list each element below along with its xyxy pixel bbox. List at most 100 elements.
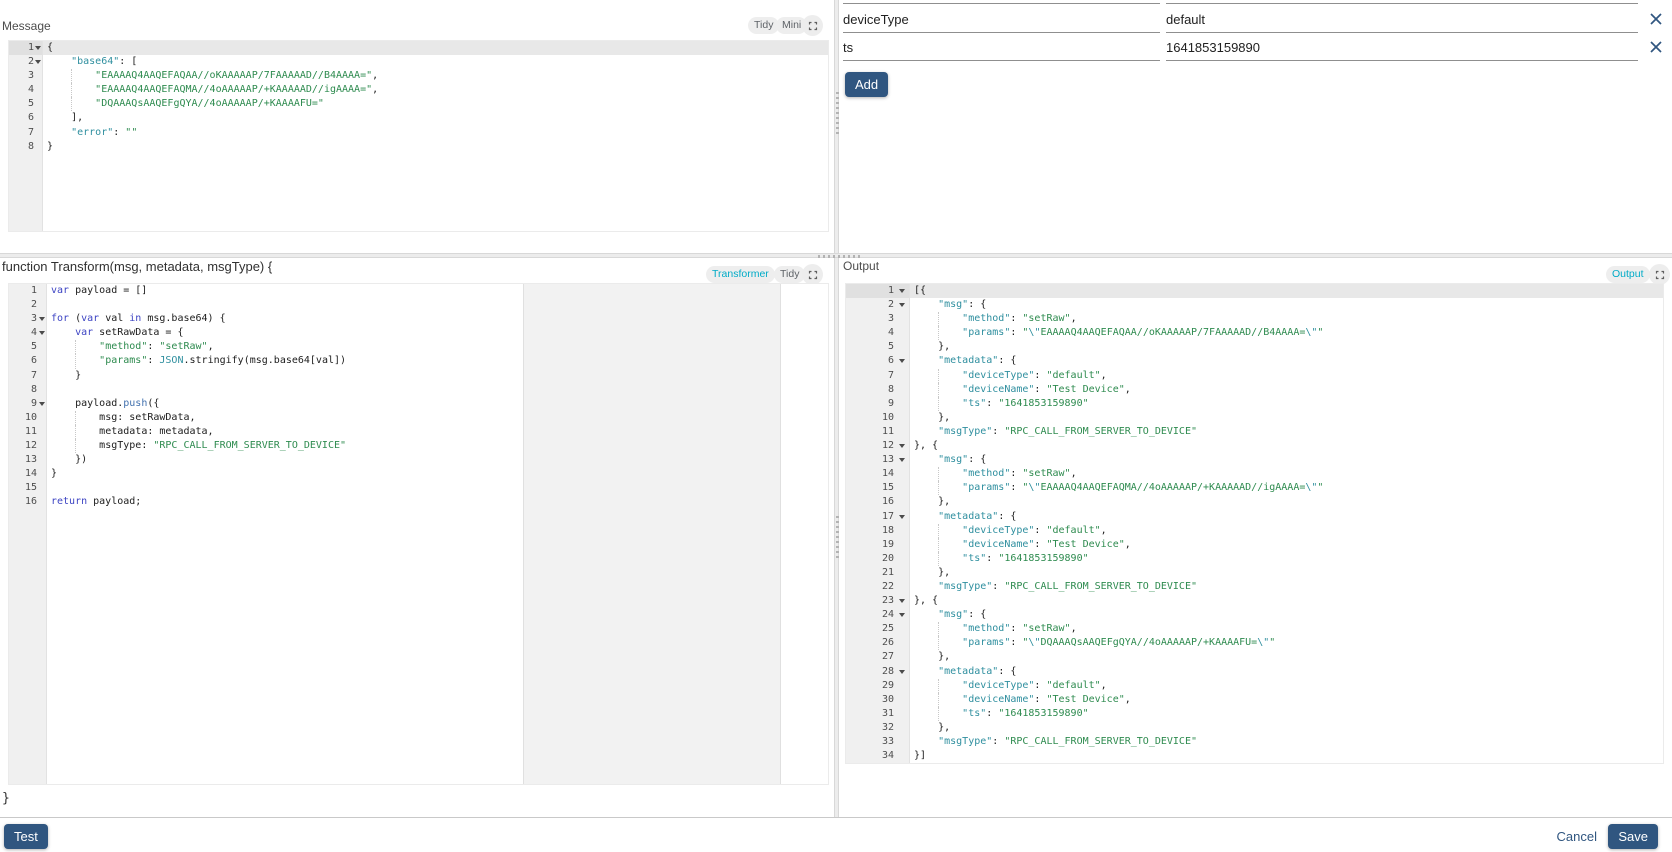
fold-arrow-icon[interactable] bbox=[39, 331, 45, 336]
line-number: 7 bbox=[887, 369, 894, 381]
metadata-value-input[interactable] bbox=[1166, 34, 1638, 61]
indent-guide bbox=[938, 368, 940, 383]
line-number: 18 bbox=[881, 524, 894, 536]
close-icon bbox=[1650, 13, 1662, 25]
message-panel-title: Message bbox=[2, 19, 51, 33]
indent-guide bbox=[75, 439, 77, 454]
line-number: 2 bbox=[9, 55, 42, 69]
code-line: var setRawData = { bbox=[75, 327, 184, 339]
indent-guide bbox=[938, 551, 940, 566]
fold-arrow-icon[interactable] bbox=[899, 444, 905, 449]
transform-editor-code[interactable]: var payload = []for (var val in msg.base… bbox=[47, 284, 828, 784]
output-badge[interactable]: Output bbox=[1606, 266, 1650, 283]
code-line: "EAAAAQ4AAQEFAQMA//4oAAAAAP/+KAAAAAD//ig… bbox=[43, 83, 828, 98]
line-number: 33 bbox=[881, 736, 894, 747]
fold-arrow-icon[interactable] bbox=[899, 599, 905, 604]
transform-fullscreen-button[interactable] bbox=[802, 264, 823, 285]
line-number: 32 bbox=[881, 721, 894, 733]
metadata-value-input[interactable] bbox=[1166, 6, 1638, 33]
line-number: 16 bbox=[881, 496, 894, 508]
indent-guide bbox=[938, 622, 940, 637]
indent-guide bbox=[938, 481, 940, 496]
code-line: }, bbox=[938, 341, 951, 353]
transform-tidy-button[interactable]: Tidy bbox=[774, 266, 806, 283]
code-line bbox=[47, 481, 828, 495]
code-line: payload.push({ bbox=[75, 397, 160, 409]
line-number: 6 bbox=[30, 355, 37, 367]
line-number: 28 bbox=[846, 665, 909, 679]
fold-arrow-icon[interactable] bbox=[35, 60, 41, 65]
fold-arrow-icon[interactable] bbox=[899, 669, 905, 674]
test-button[interactable]: Test bbox=[4, 824, 48, 849]
fold-arrow-icon[interactable] bbox=[39, 401, 45, 406]
close-icon bbox=[1650, 41, 1662, 53]
save-button[interactable]: Save bbox=[1608, 824, 1658, 849]
message-mini-button[interactable]: Mini bbox=[776, 17, 808, 34]
metadata-delete-button[interactable] bbox=[1644, 35, 1668, 59]
code-line: }, bbox=[938, 411, 951, 423]
metadata-row bbox=[0, 34, 1672, 62]
message-tidy-button[interactable]: Tidy bbox=[748, 17, 780, 34]
code-line: "method": "setRaw", bbox=[910, 622, 1663, 637]
fold-arrow-icon[interactable] bbox=[899, 303, 905, 308]
metadata-key-input[interactable] bbox=[843, 6, 1160, 33]
indent-guide bbox=[71, 69, 73, 84]
metadata-key-input[interactable] bbox=[843, 34, 1160, 61]
line-number: 17 bbox=[846, 510, 909, 524]
transformer-badge[interactable]: Transformer bbox=[706, 266, 775, 283]
indent-guide bbox=[938, 326, 940, 341]
code-line: return payload; bbox=[51, 496, 142, 508]
fold-arrow-icon[interactable] bbox=[39, 317, 45, 322]
code-line: "metadata": { bbox=[938, 355, 1017, 367]
cancel-button[interactable]: Cancel bbox=[1551, 824, 1603, 849]
message-fullscreen-button[interactable] bbox=[802, 15, 823, 36]
code-line: "deviceName": "Test Device", bbox=[910, 537, 1663, 552]
fold-arrow-icon[interactable] bbox=[899, 458, 905, 463]
fold-arrow-icon[interactable] bbox=[35, 46, 41, 50]
code-line: for (var val in msg.base64) { bbox=[51, 313, 226, 325]
line-number: 15 bbox=[24, 482, 37, 494]
indent-guide bbox=[938, 382, 940, 397]
line-number: 1 bbox=[9, 41, 42, 56]
code-line: }] bbox=[914, 750, 927, 762]
fold-arrow-icon[interactable] bbox=[899, 514, 905, 519]
line-number: 31 bbox=[881, 707, 894, 719]
message-editor-code[interactable]: { "base64": [ "EAAAAQ4AAQEFAQAA//oKAAAAA… bbox=[43, 41, 828, 231]
line-number: 14 bbox=[24, 468, 37, 480]
fold-arrow-icon[interactable] bbox=[899, 359, 905, 364]
line-number: 13 bbox=[24, 454, 37, 466]
code-line: [{ bbox=[910, 284, 1663, 299]
line-number: 9 bbox=[887, 397, 894, 409]
add-metadata-button[interactable]: Add bbox=[845, 72, 889, 97]
code-line: } bbox=[51, 468, 58, 480]
code-line: "params": "\"EAAAAQ4AAQEFAQAA//oKAAAAAP/… bbox=[910, 326, 1663, 341]
line-number: 11 bbox=[881, 425, 894, 437]
line-number: 6 bbox=[27, 112, 34, 124]
line-number: 9 bbox=[9, 397, 46, 411]
fold-arrow-icon[interactable] bbox=[899, 613, 905, 618]
output-editor-code[interactable]: [{ "msg": { "method": "setRaw", "params"… bbox=[910, 284, 1663, 763]
code-line: "DQAAAQsAAQEFgQYA//4oAAAAAP/+KAAAAFU=" bbox=[43, 97, 828, 112]
splitter-drag-handle bbox=[836, 516, 839, 558]
horizontal-splitter[interactable] bbox=[0, 253, 1672, 258]
indent-guide bbox=[71, 83, 73, 98]
line-number: 27 bbox=[881, 651, 894, 663]
fullscreen-icon bbox=[808, 270, 817, 279]
code-line: msgType: "RPC_CALL_FROM_SERVER_TO_DEVICE… bbox=[47, 439, 828, 454]
splitter-drag-handle bbox=[818, 255, 860, 258]
metadata-delete-button[interactable] bbox=[1644, 7, 1668, 31]
indent-guide bbox=[938, 636, 940, 651]
line-number: 3 bbox=[9, 312, 46, 326]
fold-arrow-icon[interactable] bbox=[899, 289, 905, 293]
code-line: "deviceType": "default", bbox=[910, 523, 1663, 538]
splitter-drag-handle bbox=[836, 92, 839, 134]
line-number: 6 bbox=[846, 354, 909, 368]
line-number: 7 bbox=[27, 126, 34, 138]
indent-guide bbox=[938, 678, 940, 693]
vertical-splitter[interactable] bbox=[834, 0, 839, 817]
output-fullscreen-button[interactable] bbox=[1649, 264, 1670, 285]
